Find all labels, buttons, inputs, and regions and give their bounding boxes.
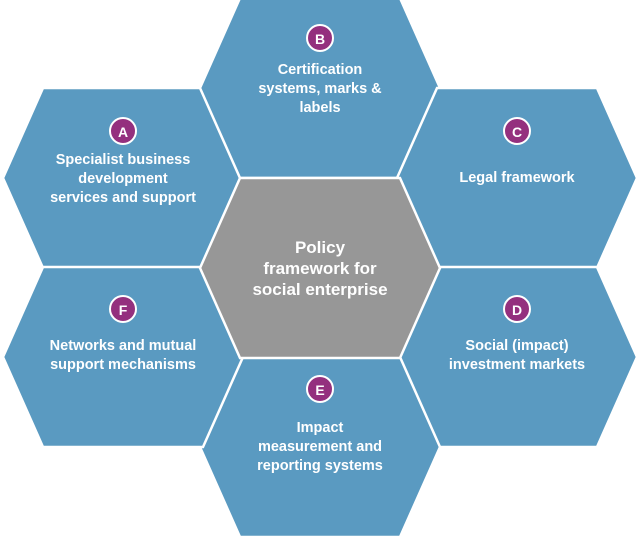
badge-a: A — [109, 117, 137, 145]
badge-b-circle — [306, 24, 334, 52]
badge-b: B — [306, 24, 334, 52]
hexagon-b-label: Certification systems, marks & labels — [258, 61, 382, 116]
badge-e: E — [306, 375, 334, 403]
hexagon-d-label: Social (impact) investment markets — [448, 338, 586, 373]
badge-f-letter: F — [119, 302, 128, 318]
badge-c-letter: C — [512, 124, 522, 140]
badge-d-circle — [503, 295, 531, 323]
badge-d-letter: D — [512, 302, 522, 318]
badge-c-circle — [503, 117, 531, 145]
center-label: Policy framework for social enterprise — [252, 237, 388, 299]
hexagon-e-label: Impact measurement and reporting systems — [257, 419, 383, 474]
badge-a-circle — [109, 117, 137, 145]
badge-b-letter: B — [315, 31, 325, 47]
hexagon-f-label: Networks and mutual support mechanisms — [49, 338, 197, 373]
hexagon-a-label: Specialist business development services… — [50, 151, 196, 206]
badge-d: D — [503, 295, 531, 323]
badge-f-circle — [109, 295, 137, 323]
hexagon-c-label: Legal framework — [459, 169, 575, 186]
badge-c: C — [503, 117, 531, 145]
badge-e-circle — [306, 375, 334, 403]
badge-f: F — [109, 295, 137, 323]
hexagon-center — [198, 176, 442, 360]
badge-e-letter: E — [315, 382, 324, 398]
badge-a-letter: A — [118, 124, 128, 140]
